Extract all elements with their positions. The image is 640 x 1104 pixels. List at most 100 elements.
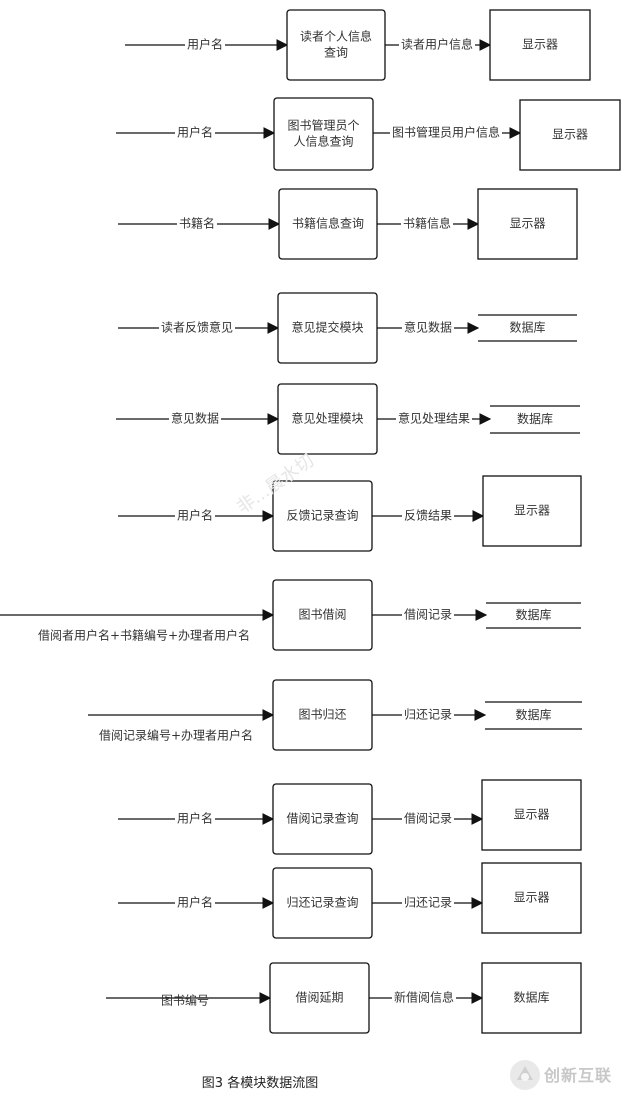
output-label-bg — [402, 607, 454, 623]
sink-label: 显示器 — [513, 808, 549, 822]
output-label-bg — [402, 707, 454, 723]
module-label: 反馈记录查询 — [286, 509, 358, 523]
input-label-bg — [175, 508, 215, 524]
module-label-group: 归还记录查询 — [286, 896, 358, 910]
output-label-group: 归还记录 — [402, 895, 454, 911]
output-label: 反馈结果 — [404, 509, 452, 523]
module-label-group: 图书管理员个 — [287, 118, 359, 133]
module-label-group: 查询 — [324, 46, 348, 60]
sink-label-group: 显示器 — [514, 504, 550, 518]
input-label-group: 借阅记录编号+办理者用户名 — [99, 728, 253, 743]
output-label-group: 意见数据 — [402, 320, 454, 336]
module-label-group: 反馈记录查询 — [286, 509, 358, 523]
output-label-bg — [402, 895, 454, 911]
input-label: 用户名 — [177, 811, 213, 826]
input-label: 用户名 — [187, 37, 223, 52]
output-label-group: 意见处理结果 — [396, 411, 472, 427]
sink-label: 显示器 — [552, 128, 588, 142]
input-label-bg — [175, 811, 215, 827]
input-label-bg — [159, 320, 235, 336]
input-label-bg — [177, 216, 217, 232]
module-label: 读者个人信息 — [300, 29, 372, 44]
module-label-group: 借阅延期 — [295, 991, 343, 1005]
flow-row-9: 用户名借阅记录查询借阅记录显示器 — [118, 779, 582, 855]
sink-label: 显示器 — [509, 217, 545, 231]
flow-row-10: 用户名 归还记录查询 归还记录 显示器 — [118, 862, 582, 939]
logo-icon — [510, 1060, 540, 1090]
output-label-bg — [402, 508, 454, 524]
module-label-group: 意见提交模块 — [291, 320, 363, 335]
input-label-bg — [175, 895, 215, 911]
sink-label: 显示器 — [522, 38, 558, 52]
input-label-group: 用户名 — [175, 895, 215, 911]
input-label: 书籍名 — [179, 216, 215, 231]
module-box — [273, 97, 374, 171]
logo-text: 创新互联 — [544, 1066, 613, 1085]
output-label: 借阅记录 — [404, 608, 452, 622]
output-label-bg — [402, 811, 454, 827]
input-label: 意见数据 — [171, 411, 219, 426]
output-label: 书籍信息 — [403, 216, 451, 231]
input-label: 读者反馈意见 — [161, 320, 233, 335]
output-label-bg — [399, 37, 475, 53]
sink-label-group: 数据库 — [517, 411, 553, 426]
sink-label-group: 数据库 — [515, 707, 551, 722]
input-label-group: 借阅者用户名+书籍编号+办理者用户名 — [38, 628, 250, 643]
input-label-bg — [185, 37, 225, 53]
output-label: 读者用户信息 — [401, 37, 473, 52]
module-label-group: 图书借阅 — [298, 608, 346, 622]
sink-box — [481, 779, 582, 851]
module-label: 意见提交模块 — [291, 320, 363, 335]
module-label-group: 意见处理模块 — [291, 411, 363, 426]
output-label: 借阅记录 — [404, 812, 452, 826]
flow-row-5: 意见数据 意见处理模块 意见处理结果 数据库 — [116, 383, 580, 455]
input-label: 用户名 — [177, 895, 213, 910]
sink-box — [489, 9, 591, 81]
sink-label-group: 显示器 — [552, 128, 588, 142]
input-label-bg — [175, 125, 215, 141]
module-label: 图书归还 — [298, 708, 346, 722]
input-label-group: 用户名 — [185, 37, 225, 53]
output-label-group: 读者用户信息 — [399, 37, 475, 53]
figure-caption: 图3 各模块数据流图 — [201, 1076, 319, 1091]
input-label-group: 用户名 — [175, 811, 215, 827]
watermark-logo: 创新互联 — [508, 1056, 640, 1096]
module-label-group: 书籍信息查询 — [292, 216, 364, 231]
output-label-group: 图书管理员用户信息 — [390, 125, 502, 141]
output-label-group: 借阅记录 — [402, 811, 454, 827]
input-label-group: 用户名 — [175, 508, 215, 524]
sink-label: 显示器 — [513, 891, 549, 905]
output-label-group: 新借阅信息 — [392, 990, 456, 1006]
input-label-group: 读者反馈意见 — [159, 320, 235, 336]
output-label-bg — [396, 411, 472, 427]
module-label: 图书管理员个 — [287, 118, 359, 133]
flow-row-7: 借阅者用户名+书籍编号+办理者用户名图书借阅借阅记录数据库 — [0, 579, 581, 651]
output-label-bg — [392, 990, 456, 1006]
input-label: 借阅记录编号+办理者用户名 — [99, 728, 253, 743]
module-label: 人信息查询 — [293, 134, 353, 149]
sink-label-group: 显示器 — [509, 217, 545, 231]
input-label-group: 意见数据 — [169, 411, 221, 427]
input-label: 借阅者用户名+书籍编号+办理者用户名 — [38, 628, 250, 643]
output-label: 意见数据 — [404, 320, 452, 335]
output-label: 归还记录 — [404, 896, 452, 910]
flow-row-4: 读者反馈意见意见提交模块意见数据数据库 — [118, 292, 577, 364]
module-label-group: 读者个人信息 — [300, 29, 372, 44]
sink-label: 显示器 — [514, 504, 550, 518]
flow-row-3: 书籍名 书籍信息查询 书籍信息 显示器 — [118, 188, 578, 260]
output-label: 意见处理结果 — [398, 411, 470, 426]
output-label: 新借阅信息 — [394, 990, 454, 1005]
input-label: 用户名 — [177, 508, 213, 523]
sink-label: 数据库 — [515, 707, 551, 722]
module-label: 查询 — [324, 46, 348, 60]
input-label-group: 用户名 — [175, 125, 215, 141]
output-label-bg — [401, 216, 453, 232]
sink-box — [481, 962, 582, 1034]
input-label-group: 书籍名 — [177, 216, 217, 232]
output-label-bg — [402, 320, 454, 336]
module-label: 书籍信息查询 — [292, 216, 364, 231]
output-label: 归还记录 — [404, 708, 452, 722]
sink-label-group: 显示器 — [513, 808, 549, 822]
